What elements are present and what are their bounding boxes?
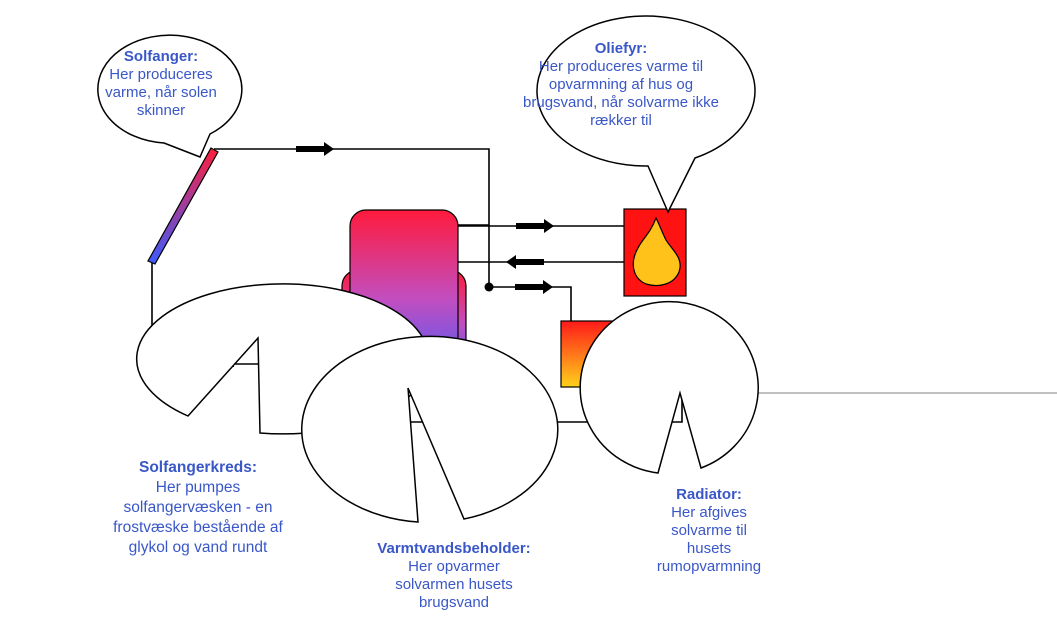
- callout-line: solvarme til: [671, 522, 747, 539]
- callout-line: Her produceres: [109, 66, 213, 83]
- callout-varmtvandsbeholder: [301, 335, 559, 523]
- callout-title: Radiator:: [676, 486, 742, 503]
- callout-solfangerkreds-text: Solfangerkreds: Her pumpes solfangervæsk…: [98, 458, 298, 558]
- arrow-right-icon: [515, 280, 553, 294]
- callout-solfanger: [97, 34, 243, 158]
- callout-line: rækker til: [590, 112, 652, 129]
- callout-oliefyr: [536, 15, 756, 214]
- callout-bubbles: [97, 15, 759, 523]
- callout-line: frostvæske bestående af: [113, 519, 283, 536]
- callout-solfanger-text: Solfanger: Her produceres varme, når sol…: [86, 48, 236, 120]
- callout-line: Her opvarmer: [408, 558, 500, 575]
- junction-dot: [484, 282, 494, 292]
- arrow-right-icon: [296, 142, 334, 156]
- callout-line: brugsvand: [418, 594, 490, 611]
- callout-line: Her pumpes: [155, 479, 241, 496]
- callout-line: skinner: [136, 102, 186, 119]
- callout-line: solvarmen husets: [395, 576, 513, 593]
- callout-line: glykol og vand rundt: [128, 539, 268, 556]
- callout-line: Her afgives: [671, 504, 747, 521]
- solar-collector: [147, 147, 219, 265]
- callout-radiator: [579, 300, 759, 474]
- arrow-right-icon: [516, 219, 554, 233]
- callout-line: opvarmning af hus og: [548, 76, 694, 93]
- callout-oliefyr-text: Oliefyr: Her produceres varme til opvarm…: [521, 40, 721, 130]
- oil-boiler: [623, 208, 687, 297]
- callout-title: Varmtvandsbeholder:: [377, 540, 531, 557]
- callout-line: husets: [686, 540, 732, 557]
- callout-varmtvandsbeholder-text: Varmtvandsbeholder: Her opvarmer solvarm…: [368, 540, 540, 612]
- callout-line: rumopvarmning: [656, 558, 762, 575]
- callout-title: Solfanger:: [123, 48, 199, 65]
- callout-line: Her produceres varme til: [538, 58, 704, 75]
- callout-line: solfangervæsken - en: [123, 499, 273, 516]
- arrow-left-icon: [506, 255, 544, 269]
- callout-line: brugsvand, når solvarme ikke: [523, 94, 719, 111]
- flame-icon: [632, 216, 681, 287]
- callout-title: Oliefyr:: [594, 40, 648, 57]
- callout-title: Solfangerkreds:: [138, 459, 257, 476]
- callout-radiator-text: Radiator: Her afgives solvarme til huset…: [646, 486, 772, 576]
- callout-line: varme, når solen: [105, 84, 217, 101]
